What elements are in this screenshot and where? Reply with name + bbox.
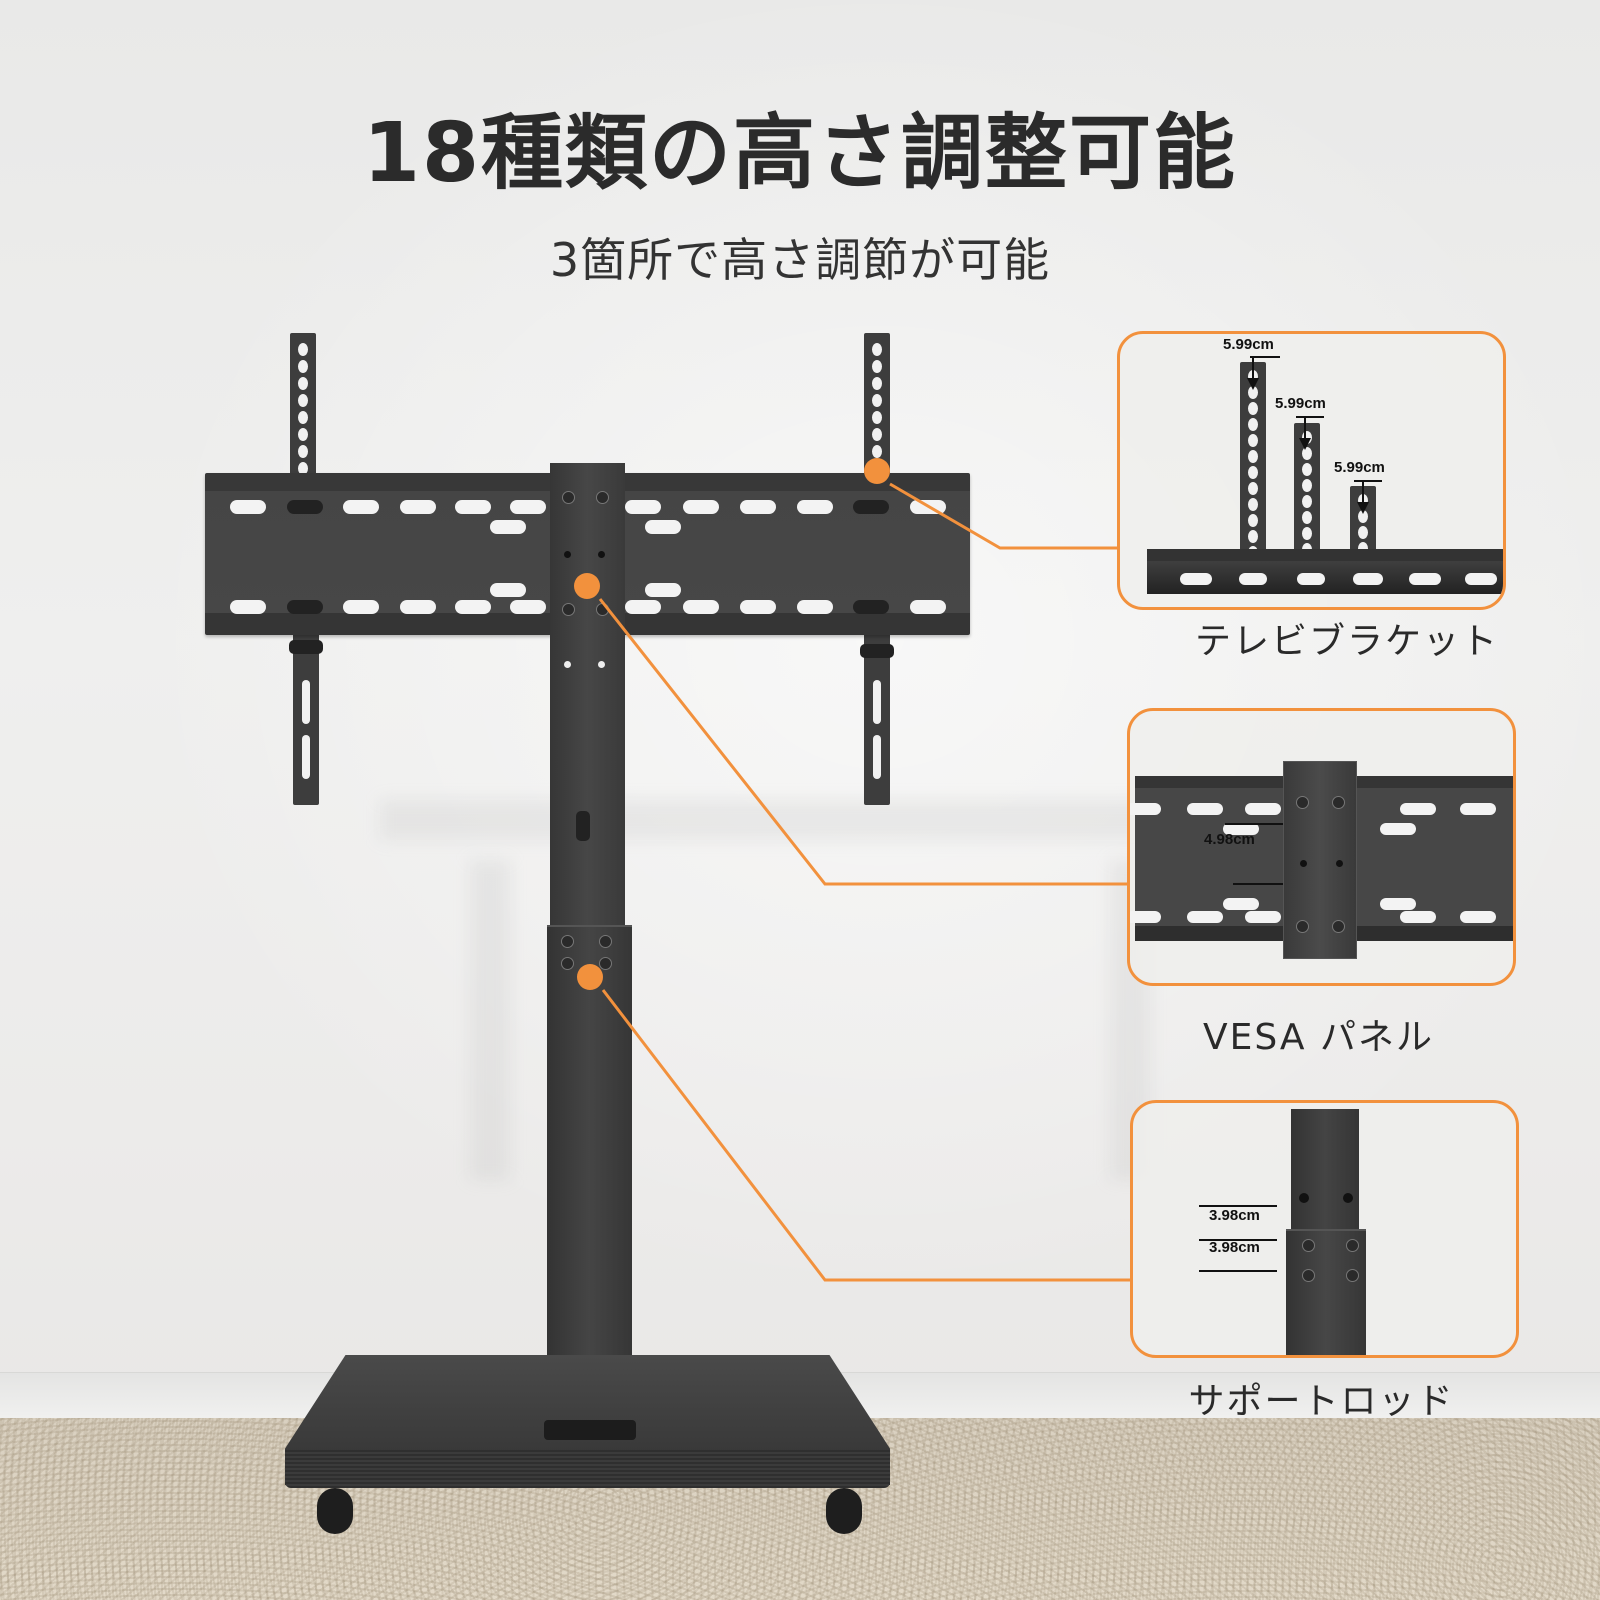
dimension-label: 5.99cm — [1334, 459, 1385, 476]
bracket-arm-mid — [1294, 423, 1320, 563]
vesa-column-bracket — [1283, 761, 1357, 959]
callout-marker-tv-bracket[interactable] — [864, 458, 890, 484]
arrow-down-icon — [1299, 438, 1311, 450]
caster-wheel-left — [317, 1488, 353, 1534]
page-title: 18種類の高さ調整可能 — [362, 106, 1238, 201]
support-rod-inner — [1291, 1109, 1359, 1239]
arrow-down-icon — [1247, 378, 1259, 390]
support-rod-outer — [1286, 1229, 1366, 1355]
caster-wheel-right — [826, 1488, 862, 1534]
callout-marker-vesa-panel[interactable] — [574, 573, 600, 599]
background-shadow — [470, 860, 510, 1180]
bracket-rail — [1147, 549, 1503, 594]
dimension-label: 3.98cm — [1209, 1239, 1260, 1256]
page-subtitle: 3箇所で高さ調節が可能 — [549, 233, 1051, 287]
callout-label-vesa-panel: VESA パネル — [1203, 1017, 1434, 1058]
dimension-label: 5.99cm — [1223, 336, 1274, 353]
support-column-upper — [550, 463, 625, 928]
callout-box-vesa-panel: 4.98cm — [1127, 708, 1516, 986]
stand-base-edge — [285, 1450, 890, 1488]
column-collar — [544, 1420, 636, 1440]
dimension-label: 3.98cm — [1209, 1207, 1260, 1224]
arrow-down-icon — [1357, 502, 1369, 514]
callout-box-support-rod: 3.98cm 3.98cm — [1130, 1100, 1519, 1358]
callout-label-tv-bracket: テレビブラケット — [1195, 621, 1500, 662]
callout-box-tv-bracket: 5.99cm 5.99cm 5.99cm — [1117, 331, 1506, 610]
bracket-arm-tall — [1240, 362, 1266, 562]
callout-marker-support-rod[interactable] — [577, 964, 603, 990]
dimension-label: 4.98cm — [1204, 831, 1255, 848]
background-shadow — [380, 800, 1160, 840]
dimension-label: 5.99cm — [1275, 395, 1326, 412]
bracket-arm-left-upper — [290, 333, 316, 493]
bracket-arm-left-lower — [289, 630, 323, 805]
bracket-arm-right-lower — [860, 630, 894, 805]
callout-label-support-rod: サポートロッド — [1188, 1381, 1455, 1422]
